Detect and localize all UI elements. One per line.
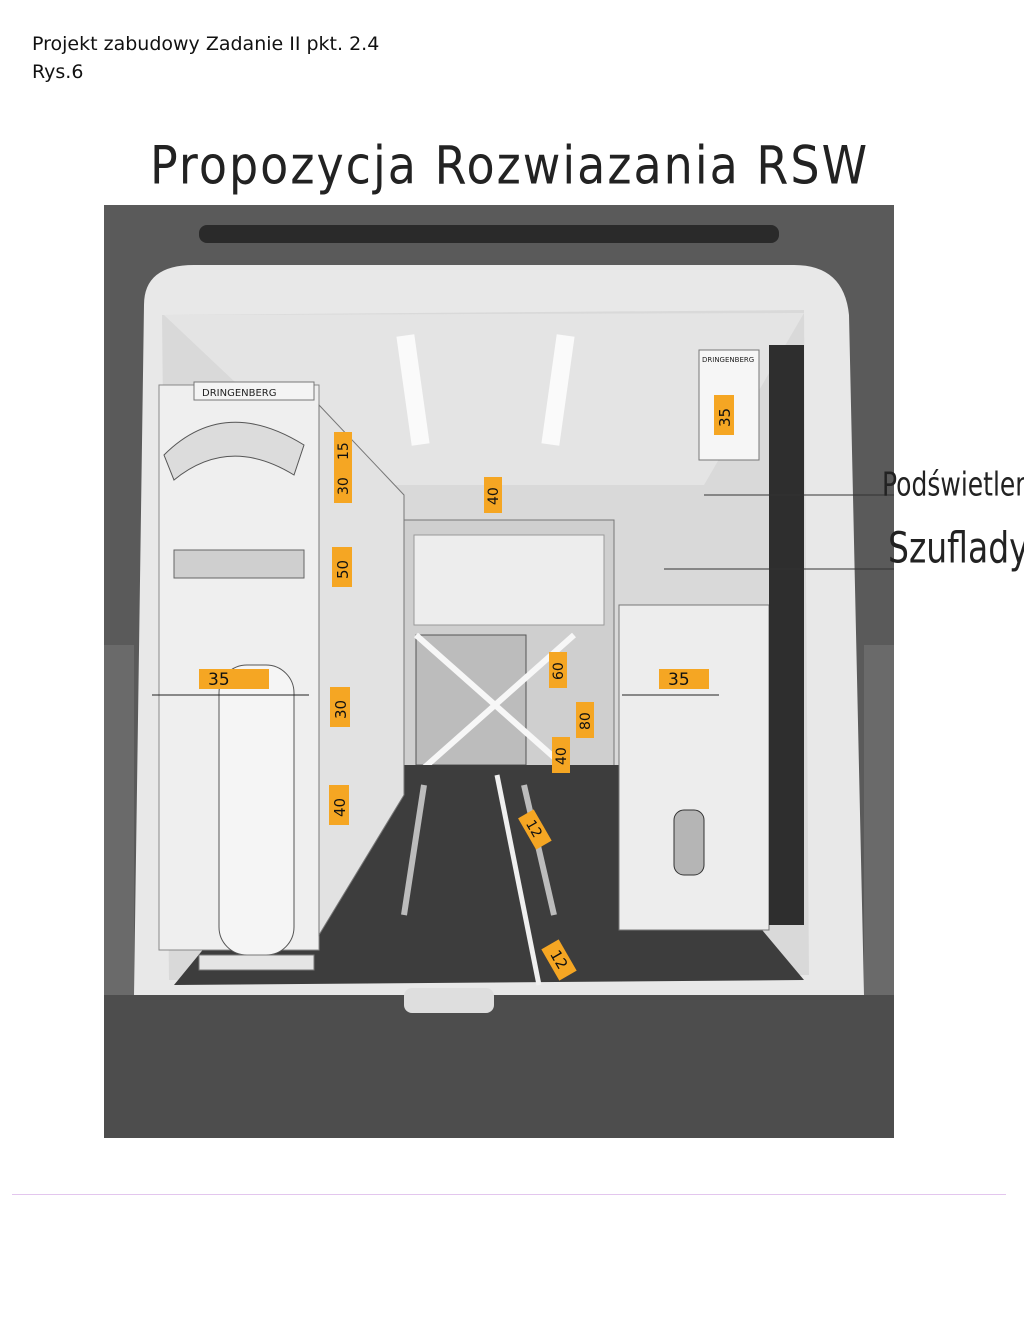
pegboard-back — [413, 534, 605, 626]
tag-floor-rail-1: 12 — [518, 809, 552, 850]
document-header: Projekt zabudowy Zadanie II pkt. 2.4 Rys… — [32, 30, 379, 86]
tag-text-back-wall: 40 — [486, 487, 502, 505]
tag-left-shelf-4: 30 — [330, 687, 350, 727]
tag-back-right-shelf: 60 — [549, 652, 567, 688]
tag-text-left-5: 40 — [331, 798, 349, 817]
tag-text-floor-1: 12 — [522, 817, 545, 840]
tag-left-shelf-top: 15 — [334, 432, 352, 468]
tag-text-cylinder: 35 — [208, 670, 230, 690]
tag-back-right-lower: 40 — [552, 737, 570, 773]
tag-text-left-2: 30 — [336, 477, 352, 495]
tag-cylinder-width: 35 — [152, 669, 309, 696]
label-podswietlenie: Podświetlen — [882, 465, 1024, 504]
tag-back-right-depth: 80 — [576, 702, 594, 738]
tag-left-shelf-2: 30 — [334, 467, 352, 503]
tag-right-top-cabinet: 35 — [714, 395, 734, 435]
tool-rail — [173, 549, 305, 579]
left-brand-plate — [193, 381, 315, 401]
back-rack — [415, 634, 527, 766]
tag-back-wall: 40 — [484, 477, 502, 513]
page-footer-rule — [12, 1194, 1006, 1195]
project-title: Projekt zabudowy Zadanie II pkt. 2.4 — [32, 33, 380, 55]
left-brand-text: DRINGENBERG — [202, 388, 277, 399]
right-cabinet — [618, 604, 770, 931]
rear-door-right — [864, 645, 894, 1005]
label-szuflady: Szuflady — [888, 522, 1024, 573]
bumper — [104, 995, 894, 1138]
tool-holder-ring — [163, 421, 305, 481]
tag-text-back-lower: 40 — [554, 747, 570, 765]
floor-rail-left — [401, 784, 427, 916]
floor-rail-right — [521, 784, 557, 916]
right-pillar — [769, 345, 804, 925]
floor-bar — [494, 774, 542, 986]
rear-door-left — [104, 645, 134, 1005]
fire-extinguisher — [673, 809, 705, 876]
tag-left-shelf-3: 50 — [332, 547, 352, 587]
cylinder-base — [198, 954, 315, 971]
right-brand-text: DRINGENBERG — [702, 356, 754, 364]
ceiling-light-right — [541, 334, 575, 446]
van-interior-photo: DRINGENBERG DRINGENBERG 35 35 35 — [104, 205, 894, 1138]
figure-number: Rys.6 — [32, 61, 84, 83]
tag-right-cabinet-width: 35 — [622, 669, 719, 696]
lock-latch — [404, 988, 494, 1013]
tag-left-shelf-5: 40 — [329, 785, 349, 825]
handwritten-title: Propozycja Rozwiazania RSW — [150, 133, 870, 197]
tag-text-right-cabinet: 35 — [668, 670, 690, 690]
strap-2 — [414, 632, 576, 778]
tag-text-back-right: 60 — [551, 662, 567, 680]
tag-text-right-top: 35 — [716, 408, 734, 427]
roof-bar — [199, 225, 779, 243]
tag-text-left-3: 50 — [334, 560, 352, 579]
tag-text-left-4: 30 — [332, 700, 350, 719]
ceiling-light-left — [396, 334, 430, 446]
gas-cylinder — [218, 664, 295, 956]
tag-text-left-1: 15 — [336, 442, 352, 460]
measurement-tags: 35 35 35 15 30 50 30 40 — [152, 395, 734, 981]
tag-text-back-depth: 80 — [578, 712, 594, 730]
